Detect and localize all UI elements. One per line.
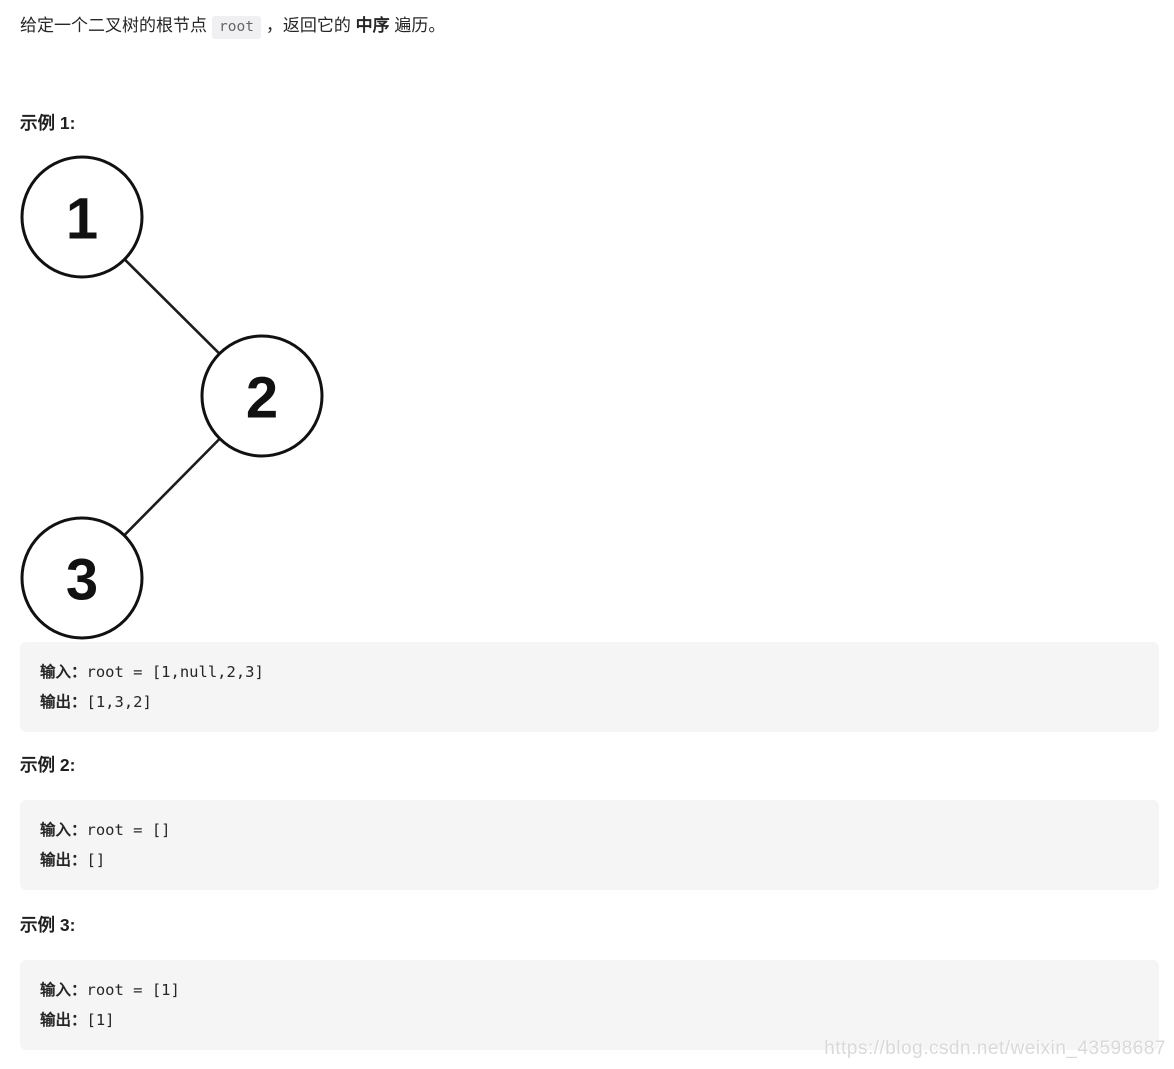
example-1-heading: 示例 1: xyxy=(20,113,76,133)
tree-node-1-circle xyxy=(20,155,144,279)
input-label: 输入： xyxy=(40,821,87,839)
example-3-output-line: 输出：[1] xyxy=(40,1005,1139,1035)
example-1-code-block: 输入：root = [1,null,2,3] 输出：[1,3,2] xyxy=(20,642,1159,732)
tree-node-2-circle xyxy=(200,334,324,458)
tree-node-3-circle xyxy=(20,516,144,640)
output-value: [1] xyxy=(86,1011,115,1029)
output-label: 输出： xyxy=(40,693,87,711)
csdn-watermark: https://blog.csdn.net/weixin_43598687 xyxy=(824,1038,1166,1059)
example-2-heading: 示例 2: xyxy=(20,755,76,775)
tree-node-1-label: 1 xyxy=(66,187,98,252)
description-suffix: 遍历。 xyxy=(389,16,446,35)
example-2-output-line: 输出：[] xyxy=(40,845,1139,875)
binary-tree-diagram: 1 2 3 xyxy=(20,155,324,640)
output-label: 输出： xyxy=(40,851,87,869)
input-label: 输入： xyxy=(40,981,87,999)
example-3-code-block: 输入：root = [1] 输出：[1] xyxy=(20,960,1159,1050)
tree-node-2-label: 2 xyxy=(246,366,278,431)
output-label: 输出： xyxy=(40,1011,87,1029)
input-value: root = [1,null,2,3] xyxy=(86,663,264,681)
input-label: 输入： xyxy=(40,663,87,681)
tree-node-3-label: 3 xyxy=(66,548,98,613)
description-prefix: 给定一个二叉树的根节点 xyxy=(20,16,207,35)
input-value: root = [1] xyxy=(86,981,180,999)
example-2-code-block: 输入：root = [] 输出：[] xyxy=(20,800,1159,890)
input-value: root = [] xyxy=(86,821,171,839)
problem-description: 给定一个二叉树的根节点 root，返回它的 中序 遍历。 xyxy=(20,12,1150,39)
description-middle: ，返回它的 xyxy=(265,16,356,35)
description-bold-inorder: 中序 xyxy=(355,16,390,35)
example-1-output-line: 输出：[1,3,2] xyxy=(40,687,1139,717)
example-3-heading: 示例 3: xyxy=(20,915,76,935)
inline-code-root: root xyxy=(212,16,261,39)
example-1-input-line: 输入：root = [1,null,2,3] xyxy=(40,657,1139,687)
example-2-input-line: 输入：root = [] xyxy=(40,815,1139,845)
example-3-input-line: 输入：root = [1] xyxy=(40,975,1139,1005)
output-value: [] xyxy=(86,851,106,869)
output-value: [1,3,2] xyxy=(86,693,152,711)
